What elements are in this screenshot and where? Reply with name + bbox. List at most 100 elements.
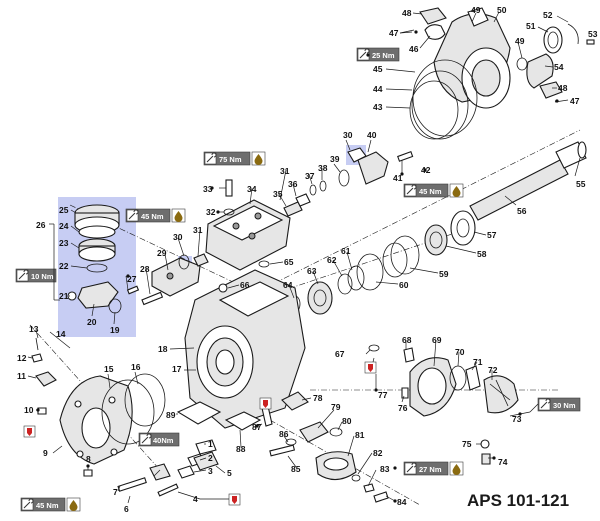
callout-28: 28	[140, 264, 150, 274]
pin-53	[586, 39, 595, 45]
torque-25-top: 25 Nm	[356, 47, 400, 62]
callout-53: 53	[588, 29, 598, 39]
callout-87: 87	[252, 422, 262, 432]
torque-value: 45 Nm	[36, 501, 59, 510]
bearing-57-inner	[456, 218, 470, 238]
torque-value: 27 Nm	[419, 465, 442, 474]
side-flange-group	[31, 337, 166, 465]
torque-value: 10 Nm	[31, 272, 54, 281]
leader-dots	[36, 30, 559, 503]
callout-82: 82	[373, 448, 383, 458]
washer-65	[258, 260, 270, 268]
leader-lines	[27, 11, 581, 504]
housing-top-opening	[218, 281, 290, 317]
callout-45: 45	[373, 64, 383, 74]
valve-36	[295, 193, 311, 207]
callout-47-right: 47	[570, 96, 580, 106]
head-bolt-c	[248, 232, 256, 240]
housing-foot-88	[224, 411, 262, 431]
callout-7: 7	[113, 487, 118, 497]
ring-67	[368, 344, 380, 352]
flange-9-bore	[81, 407, 111, 449]
wrench-glyph	[540, 398, 551, 409]
wrench-glyph	[128, 209, 139, 220]
main-housing-group	[176, 260, 306, 431]
wrench-glyph	[406, 462, 417, 473]
callout-77: 77	[378, 390, 388, 400]
callout-70: 70	[455, 347, 465, 357]
gearbox-cover-group	[399, 7, 595, 140]
callout-14: 14	[56, 329, 66, 339]
callout-49-right: 49	[515, 36, 525, 46]
oil-drop-glyph	[69, 500, 78, 511]
flange-48-top	[419, 7, 447, 25]
callout-15: 15	[104, 364, 114, 374]
valve-stack-group	[67, 204, 122, 314]
cover-29-bolt	[166, 272, 174, 280]
rod-85	[269, 444, 296, 457]
callout-69: 69	[432, 335, 442, 345]
head-bolt-b	[254, 212, 262, 220]
callout-72: 72	[488, 365, 498, 375]
fitting-3	[177, 465, 195, 479]
callout-66: 66	[240, 280, 250, 290]
callout-74: 74	[498, 457, 508, 467]
gasket-16	[124, 373, 166, 427]
bearing-63-inner	[313, 289, 327, 307]
ring-82	[351, 474, 361, 482]
callout-38: 38	[318, 163, 328, 173]
callout-50: 50	[497, 5, 507, 15]
torque-75: 75 Nm	[203, 151, 266, 166]
ring-51	[543, 26, 563, 54]
valve-seat-20	[77, 281, 119, 309]
callout-83: 83	[380, 464, 390, 474]
callout-65: 65	[284, 257, 294, 267]
callout-49-top: 49	[471, 5, 481, 15]
callout-39: 39	[330, 154, 340, 164]
callout-55: 55	[576, 179, 586, 189]
bolt-84	[373, 491, 389, 503]
flange-9-hole-a	[74, 400, 82, 408]
callout-46: 46	[409, 44, 419, 54]
callout-23: 23	[59, 238, 69, 248]
callout-11: 11	[17, 371, 26, 381]
elbow-6	[149, 463, 171, 481]
callout-79: 79	[331, 402, 341, 412]
ring-59a	[390, 235, 420, 275]
bracket-78	[281, 391, 309, 411]
cover-69-bore	[417, 367, 447, 405]
snapring-52	[567, 23, 579, 45]
callout-67: 67	[335, 349, 345, 359]
shaft-56	[469, 159, 569, 221]
callout-73: 73	[512, 414, 522, 424]
callout-54: 54	[554, 62, 564, 72]
screw-76	[401, 387, 409, 399]
ring-37	[309, 184, 317, 196]
oil-drop-glyph	[174, 211, 183, 222]
disc-71	[465, 365, 481, 391]
bottom-left-fittings-group	[83, 439, 219, 497]
callout-41: 41	[393, 173, 403, 183]
head-34-top	[212, 205, 284, 241]
callout-20: 20	[87, 317, 97, 327]
cover-72-rib-a	[489, 383, 511, 401]
callout-48-right: 48	[558, 83, 568, 93]
callout-12: 12	[17, 353, 27, 363]
torque-value: 40Nm	[153, 436, 174, 445]
loctite-markers	[23, 361, 377, 506]
cover-29	[151, 257, 201, 297]
callout-18: 18	[158, 344, 168, 354]
callout-27: 27	[127, 274, 137, 284]
ring-80	[329, 427, 343, 437]
wrench-glyph	[406, 184, 417, 195]
bolt-33	[225, 179, 233, 197]
callout-30-mid: 30	[173, 232, 183, 242]
callout-89: 89	[166, 410, 176, 420]
gasket-43	[409, 80, 459, 140]
ring-39	[338, 169, 350, 187]
callout-36: 36	[288, 179, 298, 189]
wrench-glyph	[359, 48, 370, 59]
callout-57: 57	[487, 230, 497, 240]
torque-value: 45 Nm	[141, 212, 164, 221]
callout-10: 10	[24, 405, 34, 415]
